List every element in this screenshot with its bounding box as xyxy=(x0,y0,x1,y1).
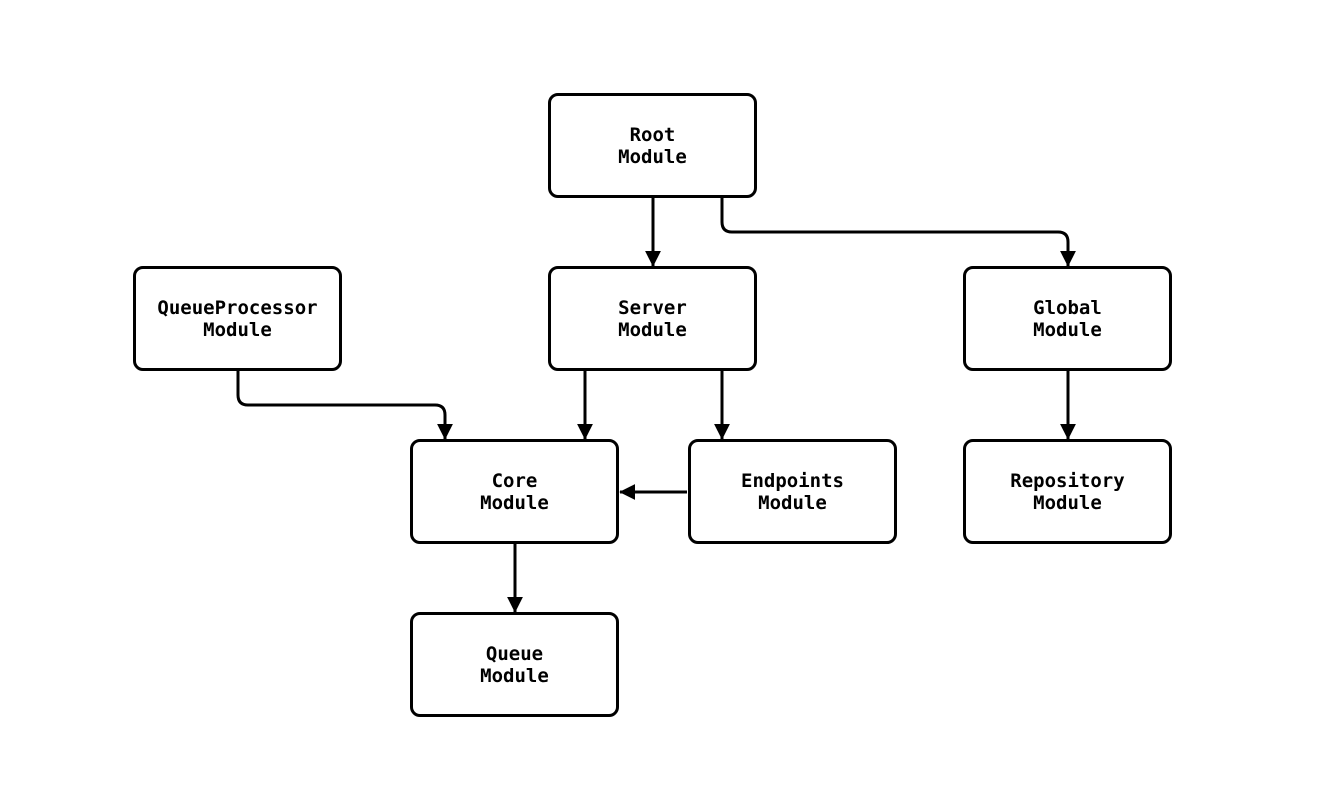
node-root-module: Root Module xyxy=(548,93,757,198)
node-server-module: Server Module xyxy=(548,266,757,371)
node-label: QueueProcessor Module xyxy=(157,296,318,341)
node-queueprocessor-module: QueueProcessor Module xyxy=(133,266,342,371)
edge-queueprocessor-module-to-core-module xyxy=(236,371,453,440)
node-global-module: Global Module xyxy=(963,266,1172,371)
node-label: Global Module xyxy=(1033,296,1102,341)
node-label: Root Module xyxy=(618,123,687,168)
node-label: Repository Module xyxy=(1010,469,1125,514)
node-label: Queue Module xyxy=(480,642,549,687)
node-queue-module: Queue Module xyxy=(410,612,619,717)
node-label: Endpoints Module xyxy=(741,469,844,514)
node-label: Core Module xyxy=(480,469,549,514)
edge-root-module-to-global-module xyxy=(720,198,1076,267)
node-label: Server Module xyxy=(618,296,687,341)
node-repository-module: Repository Module xyxy=(963,439,1172,544)
node-core-module: Core Module xyxy=(410,439,619,544)
node-endpoints-module: Endpoints Module xyxy=(688,439,897,544)
